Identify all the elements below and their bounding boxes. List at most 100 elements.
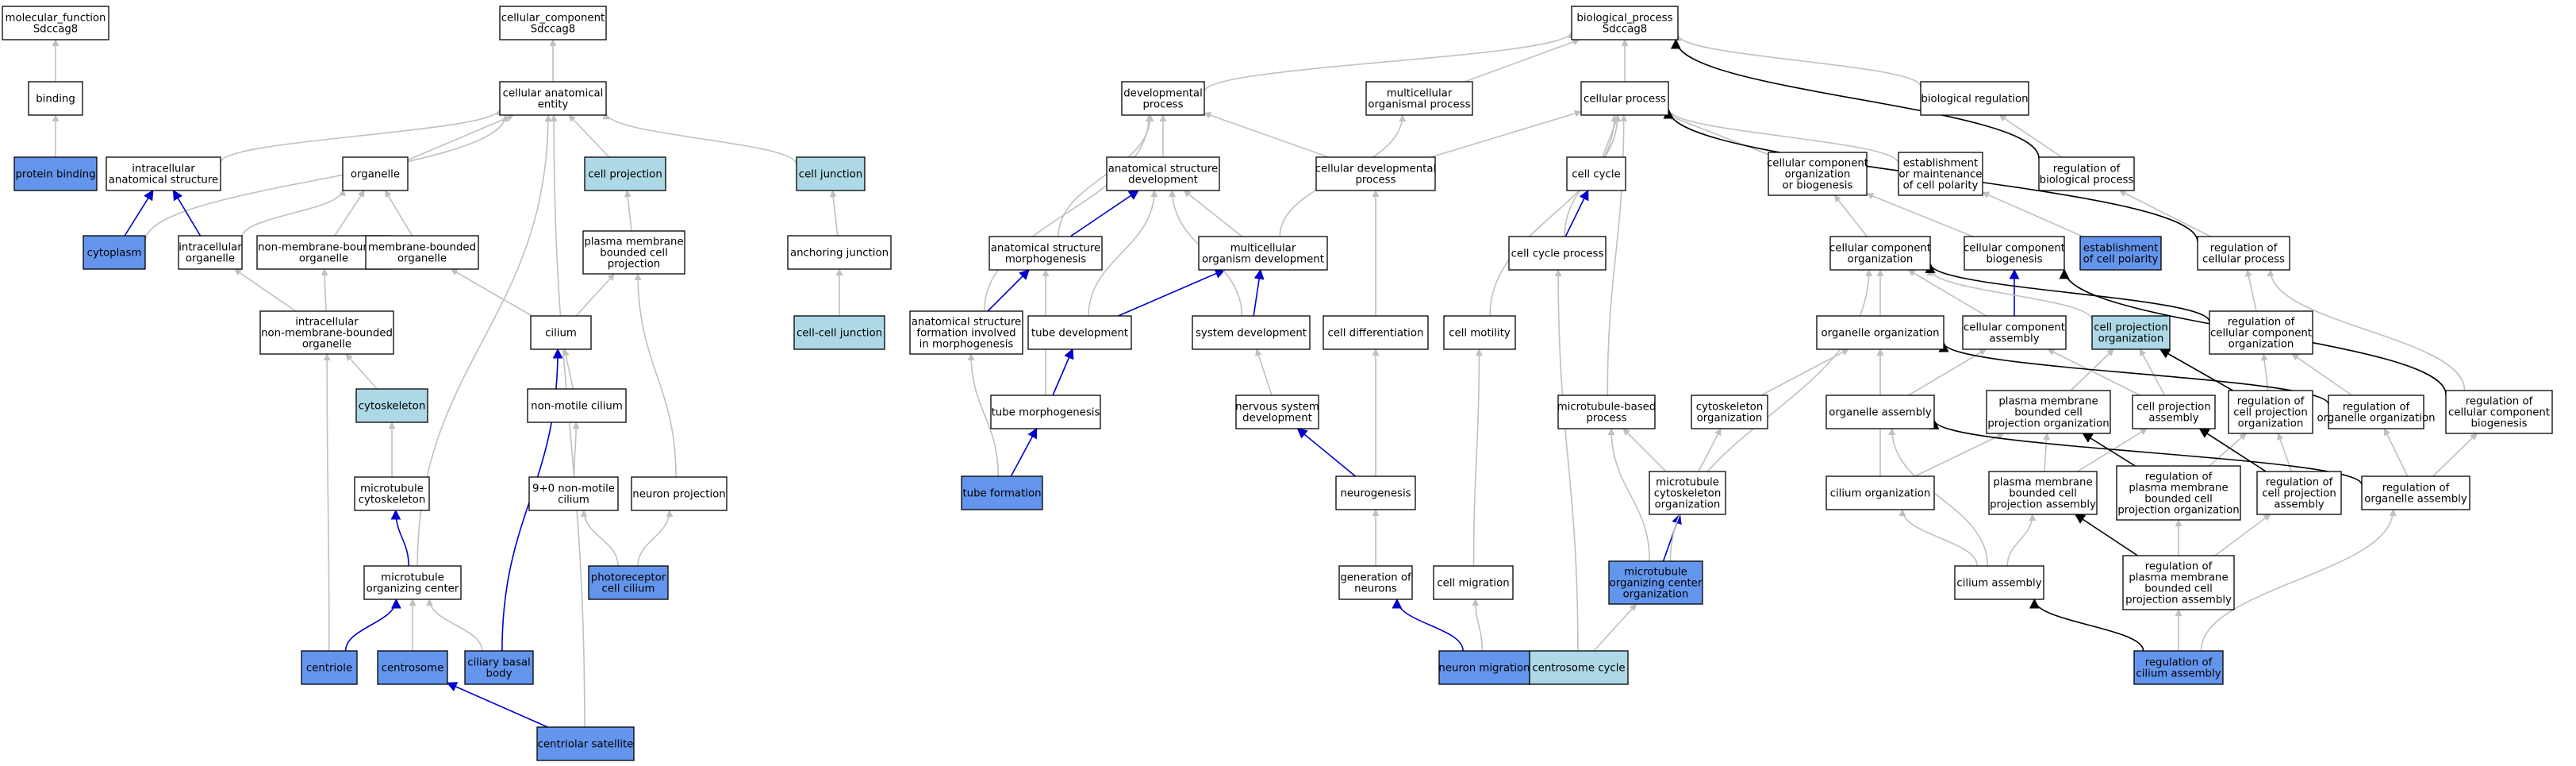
term-box (1964, 236, 2065, 271)
term-label: system development (1196, 328, 1307, 340)
edge-line (384, 190, 413, 237)
edge-line (1622, 428, 1667, 472)
edge-line (172, 189, 202, 237)
term-label: centrosome cycle (1532, 663, 1625, 675)
term-label: centriolar satellite (538, 739, 634, 751)
term-label: biological regulation (1921, 94, 2028, 106)
edge-line (1472, 599, 1484, 652)
edge-line (1907, 269, 1987, 317)
edge-is-a (1464, 38, 1580, 83)
edge-is-a (1472, 599, 1484, 652)
edge-line (233, 268, 297, 312)
term-box (1198, 236, 1328, 271)
term-label: cell migration (1437, 578, 1509, 590)
term-node-centrosome: centrosome (377, 650, 448, 685)
edge-line (446, 682, 548, 728)
edge-line (1666, 114, 1769, 156)
edge-is-a (1674, 33, 1921, 87)
term-box (1315, 156, 1436, 191)
term-node-centriolar-satellite: centriolar satellite (536, 726, 635, 761)
term-label: projection organization (2117, 505, 2239, 517)
term-node-anchoring-junction: anchoring junction (787, 235, 892, 270)
edge-is-a (2214, 514, 2271, 556)
term-node-cilium-assembly: cilium assembly (1954, 565, 2044, 600)
term-box (28, 81, 83, 116)
term-label: organelle (302, 339, 351, 351)
term-label: tube development (1031, 328, 1128, 340)
term-box (365, 235, 479, 270)
term-label: intracellular (179, 242, 242, 254)
term-label: tube formation (962, 488, 1041, 500)
term-label: plasma membrane (2129, 572, 2228, 584)
edge-is-a (1602, 114, 1620, 158)
term-label: bounded cell (2144, 494, 2213, 506)
term-node-cilium-org: cilium organization (1825, 475, 1935, 510)
term-node-organelle-org: organelle organization (1816, 315, 1944, 350)
edge-regulates (2198, 428, 2267, 472)
term-label: microtubule-based (1557, 402, 1657, 414)
term-box (83, 235, 146, 270)
term-label: microtubule (1624, 567, 1687, 579)
term-label: cellular developmental (1315, 164, 1436, 175)
edge-is-a (2260, 353, 2269, 391)
edge-line (624, 190, 632, 232)
term-label: anatomical structure (991, 243, 1100, 255)
edge-line (1489, 114, 1618, 317)
term-label: intracellular (295, 317, 359, 329)
term-label: regulation of (2266, 477, 2333, 489)
term-label: organelle organization (1821, 328, 1939, 340)
edge-is-a (1607, 428, 1651, 562)
edge-line (124, 189, 154, 237)
edge-is-a (220, 108, 504, 164)
edge-line (2029, 598, 2144, 652)
edge-line (1670, 38, 2040, 159)
edge-line (2074, 514, 2138, 556)
term-label: multicellular (1230, 243, 1296, 255)
term-label: 9+0 non-motile (532, 483, 615, 495)
term-label: cellular component (2448, 407, 2550, 419)
edge-line (1296, 428, 1356, 477)
edge-line (2043, 433, 2051, 472)
term-label: bounded cell (2014, 407, 2083, 419)
edge-is-a (241, 188, 347, 238)
term-box (1192, 315, 1311, 350)
edge-part-of (1392, 598, 1464, 652)
edge-line (450, 268, 533, 317)
edge-line (1255, 348, 1273, 396)
edge-part-of (390, 509, 409, 567)
term-box (2116, 465, 2241, 521)
edge-part-of (1564, 189, 1589, 237)
term-label: neurons (1354, 583, 1397, 595)
term-node-centriole: centriole (301, 650, 358, 685)
term-label: development (1128, 175, 1198, 187)
edge-is-a (624, 190, 632, 232)
term-box (355, 388, 428, 423)
term-box (342, 156, 409, 191)
edge-line (987, 269, 1030, 312)
term-label: ciliary basal (467, 657, 530, 669)
edge-line (1554, 269, 1579, 652)
term-label: or biogenesis (1783, 180, 1853, 192)
edge-line (2077, 428, 2148, 472)
edge-line (2291, 353, 2353, 396)
edge-line (1010, 427, 1038, 477)
term-node-bio-reg: biological regulation (1920, 81, 2029, 116)
term-box (178, 235, 243, 270)
term-label: biological_process (1576, 13, 1672, 25)
term-label: cell projection (2094, 322, 2168, 334)
edge-is-a (1664, 108, 1899, 164)
term-label: cell-cell junction (797, 328, 882, 340)
edge-line (345, 353, 378, 390)
term-node-neuron-migration: neuron migration (1438, 650, 1530, 685)
edge-is-a (1088, 190, 1158, 317)
edge-regulates (2074, 514, 2138, 556)
